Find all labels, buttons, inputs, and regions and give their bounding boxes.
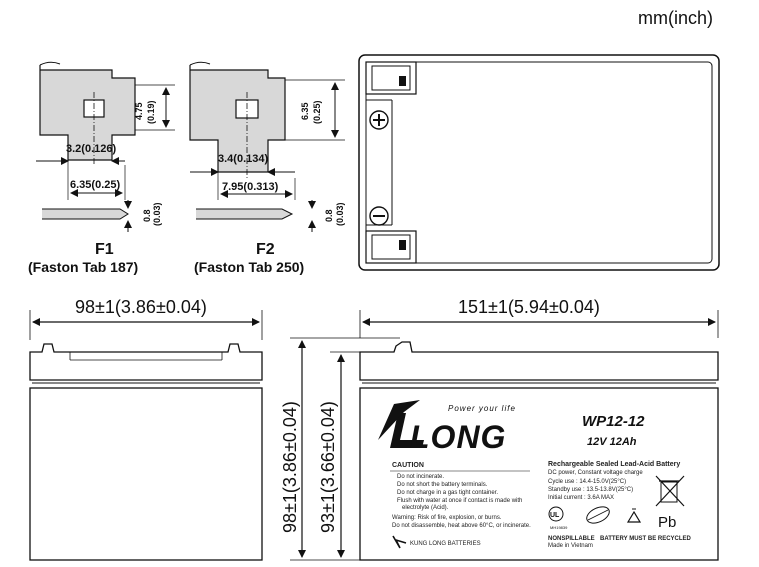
no-spill-icon [586, 506, 610, 524]
f2-subtitle: (Faston Tab 250) [194, 259, 304, 275]
caution-item: Flush with water at once if contact is m… [397, 498, 522, 504]
side-view-drawing [359, 341, 719, 561]
f1-height-dim: 4.75 [134, 102, 144, 120]
svg-text:UL: UL [550, 512, 560, 519]
f1-subtitle: (Faston Tab 187) [28, 259, 138, 275]
f1-width-dim: 6.35(0.25) [70, 179, 120, 191]
f2-title: F2 [256, 241, 275, 258]
brand-tagline: Power your life [448, 404, 516, 413]
case-height-dim: 93±1(3.66±0.04) [318, 401, 338, 533]
f1-thick-dim: 0.8 [142, 209, 152, 222]
plus-terminal-icon [369, 110, 389, 130]
spec-line: Rechargeable Sealed Lead-Acid Battery [548, 461, 680, 468]
f1-title: F1 [95, 241, 114, 258]
caution-item: Do not short the battery terminals. [397, 482, 488, 488]
long-logo: LONG [378, 400, 506, 455]
f2-height-dim: 6.35 [300, 102, 310, 120]
front-view-drawing: 98±1(3.86±0.04) [29, 297, 263, 561]
warning-line: Do not disassemble, heat above 60°C, or … [392, 523, 531, 529]
f2-height-dim-in: (0.25) [312, 100, 322, 124]
caution-item: Do not incinerate. [397, 474, 444, 480]
caution-item: Do not charge in a gas tight container. [397, 490, 498, 496]
f2-thick-dim-in: (0.03) [335, 202, 345, 226]
side-view-dims: 151±1(5.94±0.04) 98±1(3.86±0.04) 93±1(3.… [280, 297, 719, 561]
crossed-bin-icon [655, 475, 685, 507]
battery-label: LONG Power your life WP12-12 12V 12Ah CA… [378, 400, 692, 549]
kung-long-logo-icon [392, 535, 407, 549]
f1-height-dim-in: (0.19) [146, 100, 156, 124]
spec-line: Cycle use : 14.4-15.0V(25°C) [548, 479, 626, 485]
side-length-dim: 151±1(5.94±0.04) [458, 297, 600, 317]
warning-line: Warning: Risk of fire, explosion, or bur… [392, 515, 502, 521]
recycle-text: BATTERY MUST BE RECYCLED [600, 536, 692, 542]
ul-code: MH19839 [550, 525, 568, 530]
f1-terminal-drawing: 4.75 (0.19) 3.2(0.126) 6.35(0.25) 0.8 (0… [28, 61, 175, 275]
top-view-drawing [358, 54, 720, 271]
total-height-dim: 98±1(3.86±0.04) [280, 401, 300, 533]
manufacturer: KUNG LONG BATTERIES [410, 541, 481, 547]
front-width-dim: 98±1(3.86±0.04) [75, 297, 207, 317]
model-rating: 12V 12Ah [587, 436, 637, 448]
units-label: mm(inch) [638, 8, 713, 28]
f2-width-dim: 7.95(0.313) [222, 181, 279, 193]
f2-thick-dim: 0.8 [324, 209, 334, 222]
f1-hole-dim: 3.2(0.126) [66, 143, 116, 155]
f2-hole-dim: 3.4(0.134) [218, 153, 268, 165]
pb-symbol: Pb [658, 514, 676, 531]
caution-item: electrolyte (Acid). [402, 505, 449, 511]
f1-thick-dim-in: (0.03) [152, 202, 162, 226]
spec-line: Initial current : 3.6A MAX [548, 495, 614, 501]
made-in: Made in Vietnam [548, 543, 593, 549]
spec-line: Standby use : 13.5-13.8V(25°C) [548, 487, 633, 493]
f2-terminal-drawing: 6.35 (0.25) 3.4(0.134) 7.95(0.313) 0.8 (… [189, 61, 345, 275]
caution-title: CAUTION [392, 462, 424, 469]
model-name: WP12-12 [582, 413, 645, 430]
recycle-icon [626, 508, 642, 523]
minus-terminal-icon [369, 206, 389, 226]
brand-logo-text: LONG [410, 419, 506, 455]
spec-list: Rechargeable Sealed Lead-Acid Battery DC… [548, 461, 680, 501]
caution-list: Do not incinerate. Do not short the batt… [397, 474, 522, 511]
ul-mark-icon: UL MH19839 [548, 506, 568, 530]
spec-line: DC power, Constant voltage charge [548, 470, 643, 476]
nonspill-text: NONSPILLABLE [548, 536, 595, 542]
